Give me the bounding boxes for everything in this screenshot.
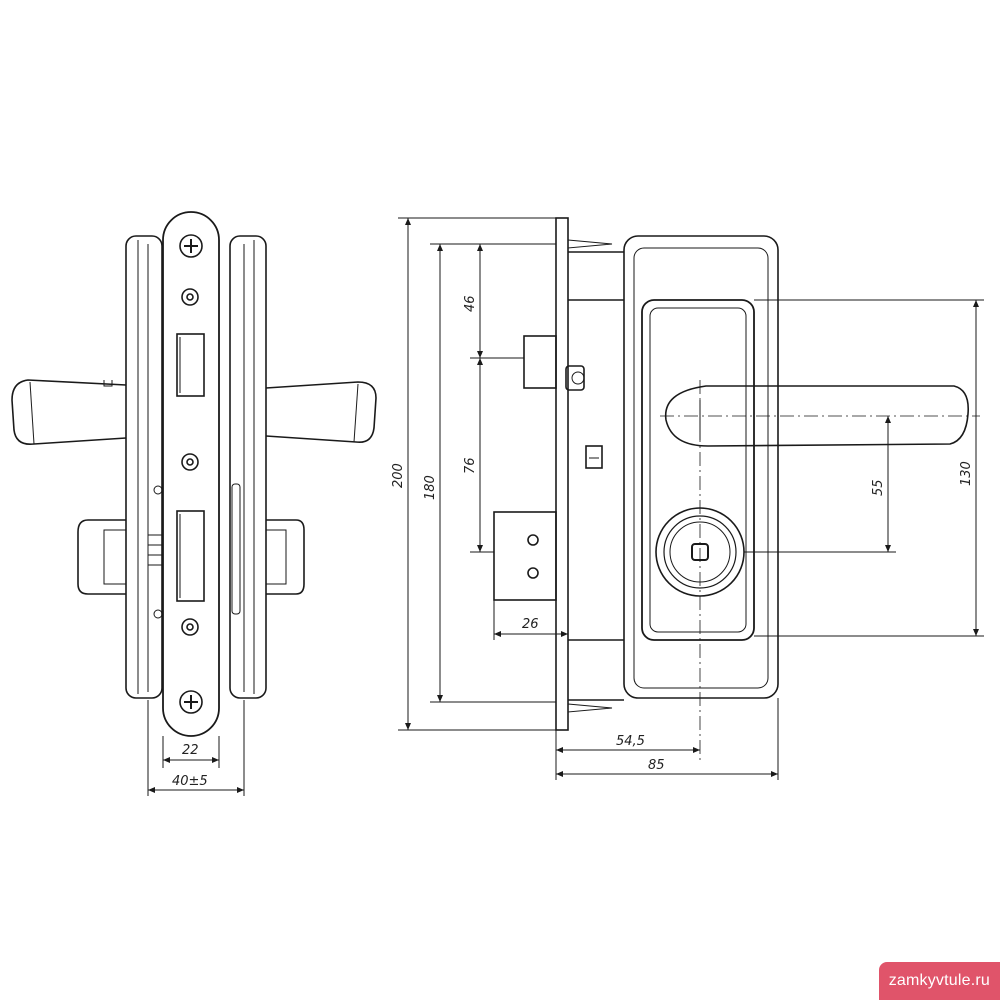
top-screw-icon	[179, 234, 203, 258]
right-escutcheon	[229, 235, 267, 699]
left-lever-handle	[11, 379, 127, 446]
side-escutcheon-outer	[623, 235, 779, 699]
backset-dim: 54,5	[616, 734, 645, 749]
left-thumb-turn	[77, 519, 126, 595]
mortise-body	[568, 251, 624, 701]
door-thickness-dim: 40±5	[172, 774, 208, 789]
mount-holes	[181, 288, 199, 636]
depth-dim: 85	[648, 758, 665, 773]
faceplate-edge	[555, 217, 569, 731]
small-switch	[585, 445, 603, 469]
right-lever-handle	[265, 381, 377, 444]
right-cylinder	[266, 519, 305, 595]
faceplate-height-dim: 180	[423, 475, 438, 500]
latch-tongue	[523, 335, 557, 389]
faceplate	[162, 211, 220, 737]
front-view	[11, 211, 377, 737]
left-escutcheon	[125, 235, 163, 699]
bottom-screw-icon	[179, 690, 203, 714]
escutcheon-height-dim: 130	[959, 461, 974, 486]
watermark-badge: zamkyvtule.ru	[878, 962, 1000, 1000]
latch-to-cylinder-dim: 76	[463, 457, 478, 474]
side-dimensions	[398, 217, 984, 780]
inner-panel	[641, 299, 755, 641]
watermark-text: zamkyvtule.ru	[888, 972, 990, 989]
center-lines	[660, 380, 980, 760]
overall-height-dim: 200	[391, 463, 406, 488]
dead-bolt	[176, 510, 205, 602]
side-view	[493, 217, 970, 731]
latch-width-dim: 22	[182, 743, 199, 758]
backset-top-dim: 46	[463, 295, 478, 312]
faceplate-offset-dim: 26	[522, 617, 539, 632]
front-dimensions	[147, 700, 245, 796]
side-lever-handle	[664, 385, 970, 447]
side-dead-bolt	[493, 511, 557, 601]
cylinder-to-handle-dim: 55	[871, 479, 886, 496]
latch-bolt	[176, 333, 205, 397]
